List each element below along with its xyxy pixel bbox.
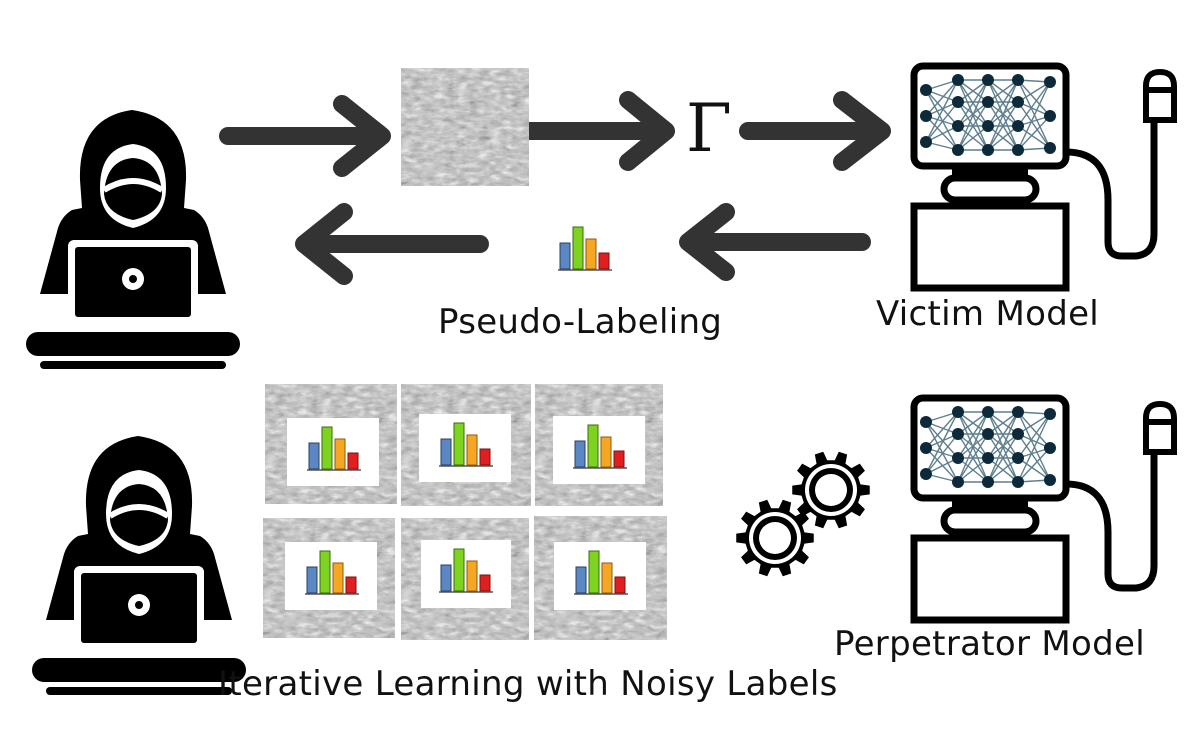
iterative-learning-label: Iterative Learning with Noisy Labels (218, 664, 838, 704)
pseudo-labeling-label: Pseudo-Labeling (438, 302, 723, 342)
noisy-label-tile (265, 384, 397, 504)
noisy-label-tile (401, 518, 529, 640)
victim-model-label: Victim Model (876, 294, 1100, 334)
noisy-label-tile (535, 384, 663, 506)
gears-icon (736, 451, 870, 577)
arrow-icon (295, 203, 489, 285)
noisy-label-tile (401, 384, 531, 506)
bar-chart-icon (572, 424, 628, 469)
gamma-symbol: Γ (686, 90, 732, 167)
bar-chart-icon (573, 550, 629, 595)
victim-computer-icon (908, 60, 1188, 292)
arrow-icon (679, 203, 871, 281)
bar-chart-icon (438, 548, 494, 593)
bar-chart-icon (557, 226, 613, 271)
hooded-hacker-icon (28, 404, 250, 700)
ultrasound-noise-image (401, 68, 529, 186)
arrow-icon (521, 91, 675, 171)
bar-chart-icon (304, 550, 360, 595)
perpetrator-model-label: Perpetrator Model (834, 624, 1145, 664)
bar-chart-icon (306, 426, 362, 471)
noisy-label-tile (534, 516, 667, 640)
hooded-hacker-icon (22, 78, 244, 374)
bar-chart-icon (438, 422, 494, 467)
arrow-icon (739, 91, 891, 171)
noisy-label-tile (263, 518, 395, 638)
arrow-icon (219, 95, 391, 177)
perpetrator-computer-icon (908, 392, 1188, 624)
